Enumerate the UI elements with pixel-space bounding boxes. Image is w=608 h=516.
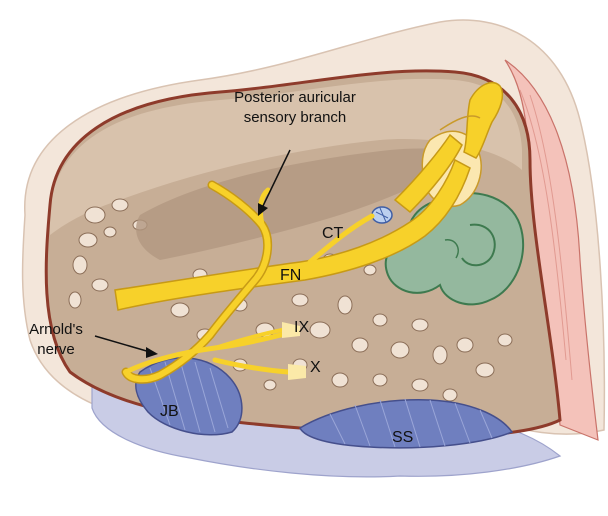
label-fn: FN — [280, 267, 301, 284]
label-arnold-line2: nerve — [37, 341, 75, 358]
label-ss: SS — [392, 429, 413, 446]
label-x: X — [310, 359, 321, 376]
label-arnold-line1: Arnold's — [29, 321, 83, 338]
label-ix: IX — [294, 319, 309, 336]
label-posterior-line1: Posterior auricular — [234, 89, 356, 106]
label-ct: CT — [322, 225, 344, 242]
label-posterior-line2: sensory branch — [244, 109, 347, 126]
ct-tympanic-structure — [372, 207, 392, 223]
label-jb: JB — [160, 403, 179, 420]
